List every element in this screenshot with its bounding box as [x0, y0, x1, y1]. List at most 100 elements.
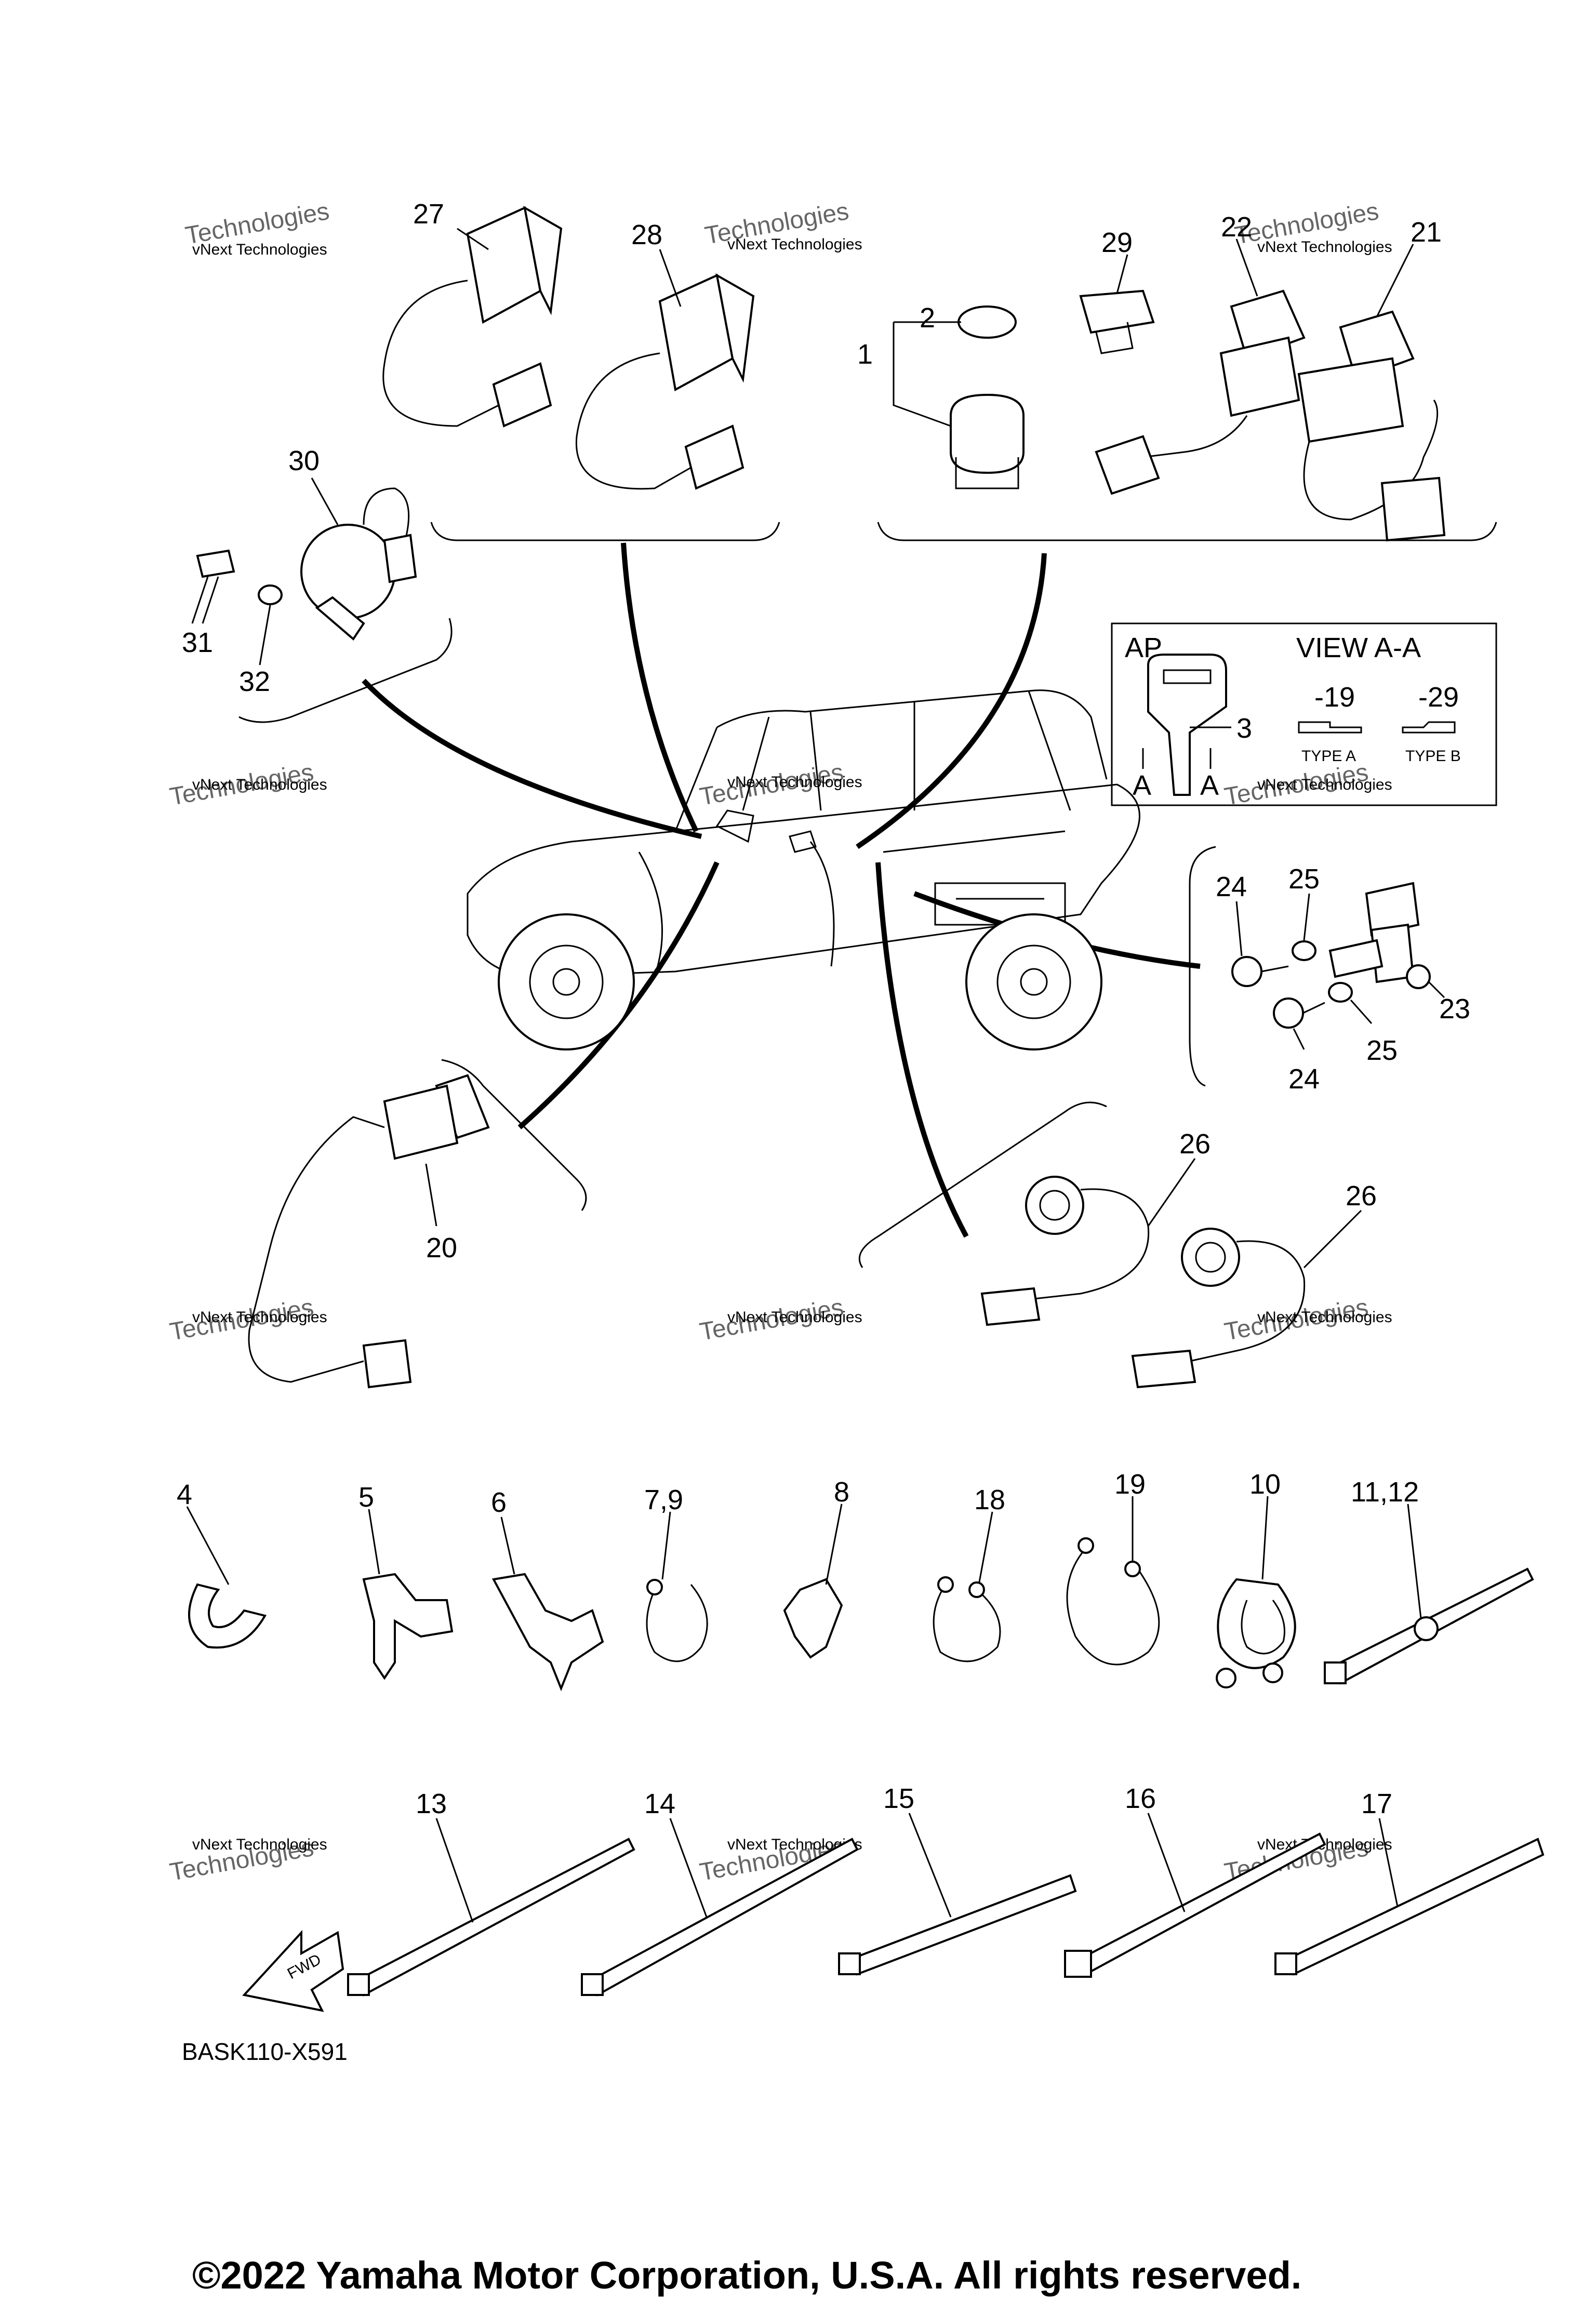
callout-30: 30	[288, 445, 320, 476]
callout-22: 22	[1221, 211, 1252, 243]
roll-cage-bars	[674, 690, 1071, 832]
switch-22-body	[1219, 336, 1300, 417]
bolt-24-lower-shank	[1302, 1002, 1325, 1014]
callout-5: 5	[358, 1482, 374, 1513]
lead-26-upper	[980, 1158, 1196, 1326]
bolt-31-shank	[191, 576, 219, 624]
main-switch-1	[893, 305, 1025, 489]
clamp-7-9-end	[646, 1579, 663, 1595]
leader-line	[368, 1509, 380, 1575]
switch-28-connector	[684, 424, 744, 490]
watermark: vNext Technologies	[192, 776, 327, 793]
watermark: vNext Technologies	[192, 1309, 327, 1326]
ap-label: AP	[1125, 632, 1162, 663]
clamp-10	[1217, 1578, 1296, 1669]
clamp-7-9	[646, 1584, 708, 1662]
bracket-socket-20	[441, 1059, 587, 1211]
key-detail-view	[1111, 622, 1497, 806]
lead-26-upper-connector	[980, 1287, 1041, 1326]
pointer-line	[362, 678, 702, 839]
sensor-23-connector	[1365, 882, 1420, 937]
sensor-23-end	[1406, 964, 1431, 989]
leader-line	[908, 1813, 952, 1918]
leader-line	[1147, 1813, 1186, 1912]
callout-24-lower: 24	[1288, 1063, 1320, 1095]
clamp-8	[783, 1578, 843, 1659]
pointer-line	[856, 553, 1047, 849]
callout-21: 21	[1411, 217, 1442, 248]
bolt-24-lower	[1273, 997, 1304, 1029]
lead-26-lower	[1131, 1209, 1362, 1389]
callout-28: 28	[631, 219, 662, 250]
horn-30-bracket	[315, 596, 365, 641]
key-3	[1147, 654, 1227, 796]
cover-29-clip	[1095, 322, 1134, 354]
leader-line	[978, 1511, 993, 1582]
horn-30	[300, 477, 417, 641]
type-a-label: TYPE A	[1301, 748, 1356, 765]
watermark: vNext Technologies	[1257, 1309, 1392, 1326]
grommet-26-upper-inner	[1039, 1190, 1070, 1221]
washer-32-ring	[258, 584, 283, 605]
vehicle-illustration	[467, 689, 1140, 1050]
leader-line	[669, 1818, 708, 1918]
callout-25-lower: 25	[1366, 1035, 1398, 1066]
switch-21-connector	[1380, 476, 1446, 542]
callout-24-upper: 24	[1216, 871, 1247, 902]
switch-21	[1297, 244, 1446, 542]
callout-25-upper: 25	[1288, 863, 1320, 895]
sensor-23-flange	[1328, 939, 1384, 978]
view-box-frame	[1111, 622, 1497, 806]
washers-25	[1292, 893, 1373, 1024]
leader-line	[1350, 1000, 1373, 1024]
bolts-24	[1231, 901, 1325, 1050]
cap-2	[957, 305, 1017, 339]
bracket-switches-27-28	[430, 522, 780, 541]
horn-30-wire	[363, 487, 410, 541]
watermark: vNext Technologies	[1257, 238, 1392, 256]
leader-line	[1235, 238, 1258, 297]
tie-11-12-head	[1324, 1661, 1347, 1684]
grommet-26-lower-inner	[1195, 1242, 1226, 1273]
bolt-24-upper-shank	[1261, 965, 1289, 973]
socket-20-wire	[248, 1116, 385, 1383]
clamp-19-end-b	[1124, 1561, 1141, 1577]
washer-25-lower	[1328, 982, 1353, 1003]
lead-26-lower-wire	[1189, 1240, 1306, 1362]
clamp-19-end-a	[1078, 1537, 1094, 1554]
type-19-label: -19	[1314, 682, 1355, 713]
tie-11-12-clip	[1414, 1616, 1439, 1641]
leader-line	[659, 249, 682, 307]
bracket-leads-26	[858, 1101, 1107, 1268]
leader-line	[1293, 1028, 1305, 1050]
leader-line	[500, 1516, 515, 1575]
front-wheel-center	[552, 968, 580, 996]
bracket-horn-30	[238, 618, 453, 723]
tie-13	[357, 1838, 635, 1997]
copyright-notice: ©2022 Yamaha Motor Corporation, U.S.A. A…	[192, 2254, 1301, 2297]
view-box-labels: AP VIEW A-A -19 -29 TYPE A TYPE B A A	[1125, 632, 1461, 801]
socket-20-connector	[362, 1339, 412, 1389]
leader-line	[1376, 244, 1414, 317]
group-brackets	[238, 522, 1497, 1268]
callout-23: 23	[1439, 993, 1470, 1025]
tie-13-head	[347, 1973, 370, 1996]
clamp-18	[933, 1584, 1001, 1662]
front-wheel	[498, 913, 635, 1050]
switch-27	[382, 206, 563, 428]
watermark: vNext Technologies	[192, 1836, 327, 1853]
pointer-line	[875, 862, 969, 1238]
bracket-switches-1-21	[877, 522, 1497, 541]
switch-22	[1095, 238, 1306, 495]
grommet-26-upper	[1025, 1176, 1084, 1235]
lead-26-upper-wire	[1033, 1188, 1150, 1300]
diagram-code: BASK110-X591	[182, 2038, 348, 2065]
switch-21-body	[1297, 357, 1404, 443]
callout-1: 1	[857, 339, 873, 370]
watermark: vNext Technologies	[727, 1309, 862, 1326]
view-title: VIEW A-A	[1296, 632, 1421, 663]
pointer-line	[621, 542, 699, 833]
watermark: vNext Technologies	[727, 236, 862, 253]
lead-26-lower-connector	[1131, 1349, 1196, 1389]
